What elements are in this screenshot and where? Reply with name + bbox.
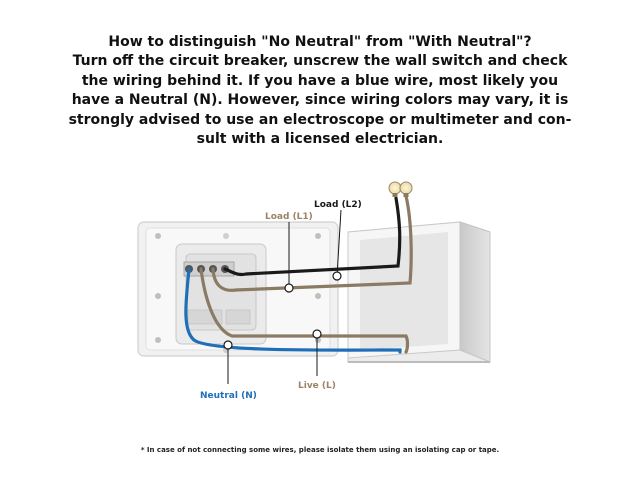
neutral-label: Neutral (N)	[200, 391, 257, 401]
live-label: Live (L)	[298, 381, 336, 391]
heading-line: have a Neutral (N). However, since wirin…	[71, 92, 569, 109]
live-wire	[199, 267, 410, 354]
heading-line: sult with a licensed electrician.	[196, 131, 444, 148]
load-l1-marker	[284, 283, 294, 293]
heading-line: Turn off the circuit breaker, unscrew th…	[72, 53, 568, 70]
load-l1-wire	[211, 194, 413, 292]
instruction-heading: How to distinguish "No Neutral" from "Wi…	[0, 33, 640, 149]
live-marker	[312, 329, 322, 339]
wiring-diagram: Load (L2) Load (L1) Neutral (N) Live (L)	[137, 181, 491, 401]
load-l2-leader	[336, 209, 342, 277]
footnote: * In case of not connecting some wires, …	[140, 446, 500, 454]
heading-line: the wiring behind it. If you have a blue…	[81, 72, 559, 89]
load-l2-wire	[223, 196, 402, 277]
heading-line: How to distinguish "No Neutral" from "Wi…	[108, 34, 532, 50]
junction-box	[347, 221, 491, 363]
load-l2-label: Load (L2)	[314, 200, 362, 210]
load-l2-marker	[332, 271, 342, 281]
light-bulb-icon	[388, 181, 402, 197]
neutral-wire	[184, 267, 402, 354]
heading-line: strongly advised to use an electroscope …	[68, 111, 572, 128]
load-l1-label: Load (L1)	[265, 212, 313, 222]
neutral-marker	[223, 340, 233, 350]
light-bulb-icon	[399, 181, 413, 197]
